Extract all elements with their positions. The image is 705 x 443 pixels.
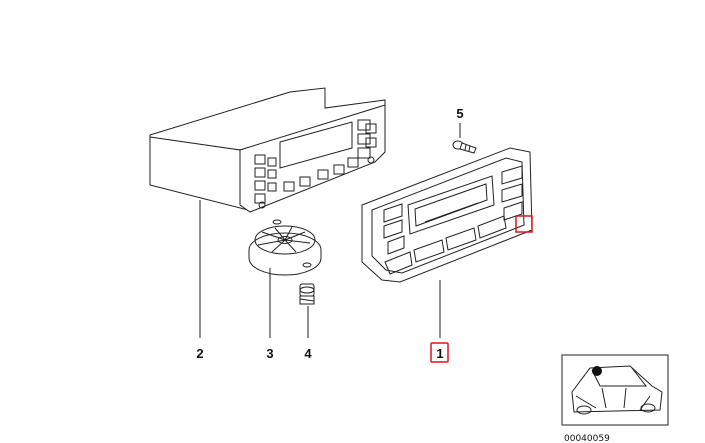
- callout-3[interactable]: 3: [266, 346, 273, 361]
- callout-5[interactable]: 5: [456, 106, 463, 121]
- small-screw-icon[interactable]: [452, 123, 477, 154]
- control-unit-housing-icon[interactable]: [149, 87, 386, 338]
- callout-1[interactable]: 1: [430, 342, 449, 363]
- svg-text:2: 2: [196, 346, 203, 361]
- rotary-knob-icon[interactable]: [248, 219, 322, 338]
- car-location-thumbnail-icon: [561, 354, 669, 426]
- screw-icon[interactable]: [299, 283, 315, 338]
- diagram-number: 00040059: [564, 434, 610, 443]
- svg-text:3: 3: [266, 346, 273, 361]
- callout-2[interactable]: 2: [196, 346, 203, 361]
- svg-text:1: 1: [436, 346, 443, 361]
- callout-4[interactable]: 4: [304, 346, 312, 361]
- svg-text:4: 4: [304, 346, 312, 361]
- climate-control-panel-icon[interactable]: [361, 147, 533, 338]
- svg-text:5: 5: [456, 106, 463, 121]
